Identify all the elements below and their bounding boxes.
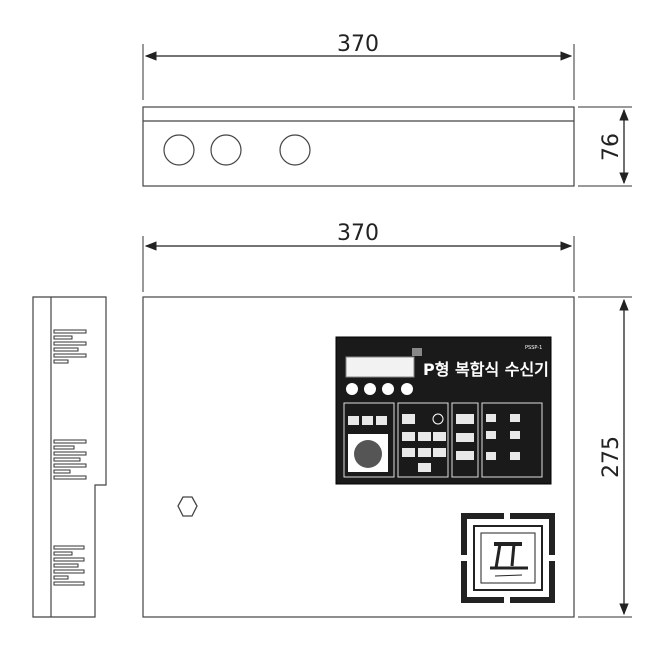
group1-buttons — [348, 416, 387, 425]
arrow-down-button[interactable] — [382, 383, 394, 395]
front-view: P형 복합식 수신기 PSSP-1 — [142, 296, 632, 618]
panel-key[interactable] — [348, 416, 359, 425]
panel-indicator — [510, 431, 520, 439]
group3-buttons — [456, 414, 474, 460]
arrow-enter-button[interactable] — [401, 383, 413, 395]
brand-mark-icon — [412, 348, 422, 356]
panel-key[interactable] — [433, 448, 446, 457]
panel-indicator — [486, 414, 496, 422]
top-width-label: 370 — [337, 32, 379, 57]
panel-key[interactable] — [376, 416, 387, 425]
knockout-hole-2 — [210, 134, 242, 166]
panel-model: PSSP-1 — [525, 345, 542, 351]
display-window — [345, 356, 415, 378]
group-box-4 — [481, 402, 543, 478]
panel-key[interactable] — [456, 433, 474, 442]
panel-key[interactable] — [402, 414, 415, 424]
vent-slots-lower — [53, 545, 85, 586]
control-panel: P형 복합식 수신기 PSSP-1 — [335, 336, 552, 485]
arrow-buttons — [346, 383, 413, 395]
panel-key[interactable] — [402, 448, 415, 457]
group-box-1 — [343, 402, 395, 478]
group-box-3 — [451, 402, 479, 478]
top-view: 370 76 — [142, 32, 632, 187]
panel-key[interactable] — [433, 432, 446, 441]
panel-indicator — [486, 431, 496, 439]
vent-slots-middle — [53, 439, 87, 480]
depth-label: 76 — [599, 133, 624, 161]
panel-key[interactable] — [418, 448, 431, 457]
top-view-body — [142, 106, 575, 187]
square-logo-icon — [461, 513, 555, 603]
knockout-hole-3 — [279, 134, 311, 166]
front-width-dimension: 370 — [142, 221, 575, 292]
panel-title: P형 복합식 수신기 — [423, 360, 549, 379]
front-width-label: 370 — [337, 221, 379, 246]
height-label: 275 — [599, 436, 624, 478]
panel-indicator — [510, 414, 520, 422]
arrow-up-button[interactable] — [364, 383, 376, 395]
logo-gap-bottom — [504, 596, 510, 604]
side-view-outline — [32, 296, 107, 618]
panel-key[interactable] — [402, 432, 415, 441]
vent-slots-upper — [53, 329, 87, 364]
speaker-grille — [354, 440, 382, 468]
panel-key[interactable] — [362, 416, 373, 425]
hex-lock-icon — [177, 496, 198, 517]
panel-indicator — [510, 452, 520, 460]
group-box-2 — [397, 402, 449, 478]
logo-gap-left — [460, 555, 468, 561]
panel-key[interactable] — [418, 432, 431, 441]
group2-buttons — [402, 413, 446, 472]
arrow-left-button[interactable] — [346, 383, 358, 395]
panel-indicator — [486, 452, 496, 460]
panel-key[interactable] — [456, 414, 474, 424]
front-view-body — [142, 296, 575, 618]
panel-indicator — [432, 413, 444, 425]
panel-key[interactable] — [456, 451, 474, 460]
group4-indicators — [486, 414, 520, 460]
logo-gap-top — [504, 512, 510, 520]
side-view — [32, 296, 107, 618]
panel-key[interactable] — [418, 463, 431, 472]
logo-gap-right — [548, 555, 556, 561]
knockout-hole-1 — [163, 134, 195, 166]
